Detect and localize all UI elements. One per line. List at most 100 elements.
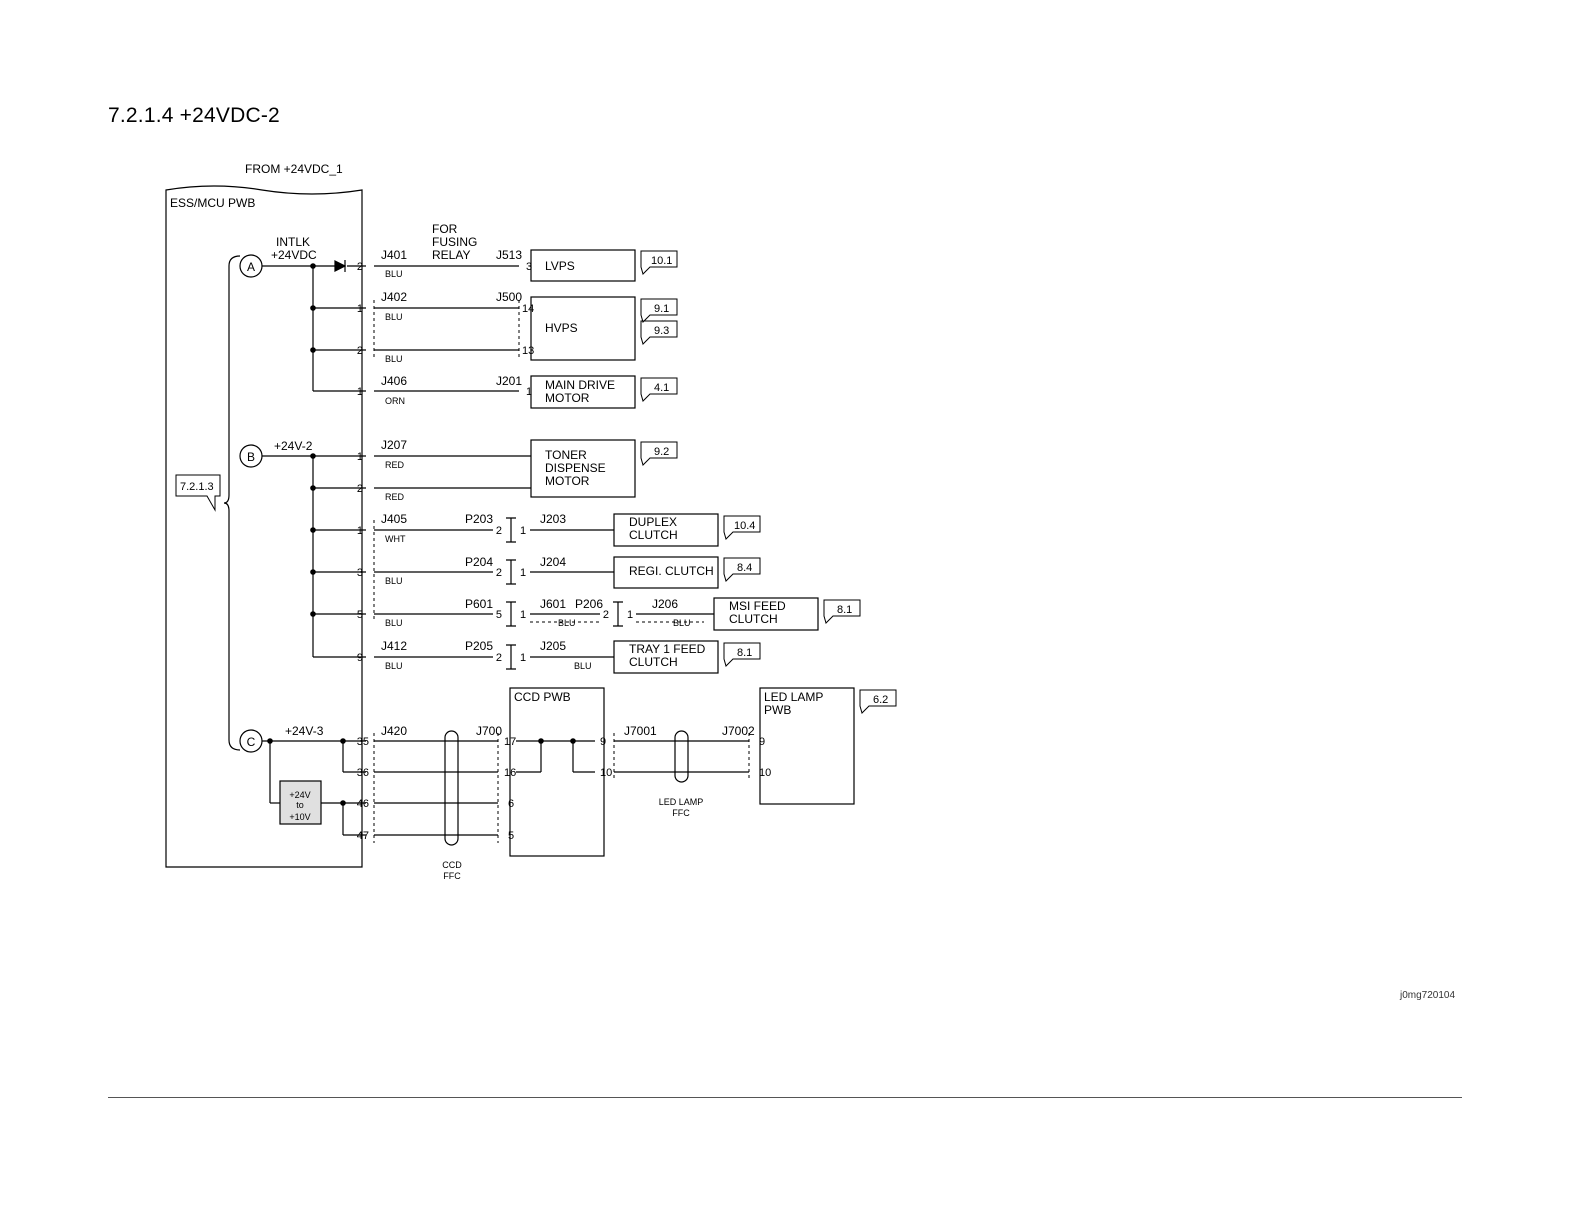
wire-color: RED: [385, 460, 405, 470]
msi-feed-clutch-box: [713, 597, 819, 631]
pin-number: 5: [508, 830, 514, 842]
pin-number: 1: [520, 567, 526, 579]
pin-number: 2: [357, 261, 363, 273]
conn-j601: J601: [540, 597, 566, 611]
conn-p204: P204: [465, 555, 493, 569]
pin-number: 5: [496, 609, 502, 621]
pin-number: 46: [357, 798, 369, 810]
connector-p205-j205: [506, 644, 516, 670]
conn-j402: J402: [381, 290, 407, 304]
conn-j513: J513: [496, 248, 522, 262]
tray1-feed-clutch-box: [613, 640, 719, 674]
from-label: FROM +24VDC_1: [245, 162, 343, 176]
pin-number: 16: [504, 767, 516, 779]
image-id: j0mg720104: [1400, 990, 1456, 1001]
pin-number: 2: [357, 345, 363, 357]
led-pwb-label-2: PWB: [764, 703, 791, 717]
ref-flag-hvps-a: [640, 298, 678, 323]
conn-j207: J207: [381, 438, 407, 452]
pin-number: 6: [508, 798, 514, 810]
connector-p601-j601: [506, 601, 516, 627]
converter-line-1: +24V: [289, 790, 310, 800]
led-ffc-label-2: FFC: [672, 808, 690, 818]
pin-number: 14: [522, 303, 534, 315]
conn-j406: J406: [381, 374, 407, 388]
pin-number: 17: [504, 736, 516, 748]
board-outline: [165, 185, 363, 868]
led-pwb-label-1: LED LAMP: [764, 690, 823, 704]
conn-j204: J204: [540, 555, 566, 569]
ref-flag-hvps-b: [640, 320, 678, 345]
pin-number: 1: [520, 609, 526, 621]
node-c-label: +24V-3: [285, 724, 324, 738]
node-a-label-1: INTLK: [276, 235, 310, 249]
conn-j420: J420: [381, 724, 407, 738]
ccd-pwb-label: CCD PWB: [514, 690, 571, 704]
ccd-ffc-harness: [444, 730, 459, 846]
pin-number: 9: [759, 736, 765, 748]
toner-dispense-motor-box: [530, 439, 636, 498]
duplex-label-1: DUPLEX: [629, 515, 677, 529]
ref-toner: 9.2: [654, 446, 669, 458]
conn-j7002: J7002: [722, 724, 755, 738]
ref-flag-toner: [640, 441, 678, 466]
wire-color: BLU: [558, 618, 576, 628]
msi-label-1: MSI FEED: [729, 599, 786, 613]
wire-color: RED: [385, 492, 405, 502]
converter-line-3: +10V: [289, 812, 310, 822]
duplex-clutch-box: [613, 513, 719, 547]
lvps-box: [530, 249, 636, 282]
pin-number: 1: [526, 386, 532, 398]
pin-number: 10: [600, 767, 612, 779]
main-drive-motor-box: [530, 375, 636, 409]
side-ref: 7.2.1.3: [180, 481, 214, 493]
ref-tray1: 8.1: [737, 647, 752, 659]
pin-number: 9: [600, 736, 606, 748]
pin-number: 3: [526, 261, 532, 273]
ref-flag-regi: [723, 557, 761, 582]
pin-number: 2: [496, 525, 502, 537]
lvps-label: LVPS: [545, 259, 575, 273]
ref-msi: 8.1: [837, 604, 852, 616]
led-ffc-label-1: LED LAMP: [659, 797, 704, 807]
pin-number: 47: [357, 830, 369, 842]
node-b-label: +24V-2: [274, 439, 313, 453]
pin-number: 1: [520, 525, 526, 537]
pin-number: 2: [357, 483, 363, 495]
msi-label-2: CLUTCH: [729, 612, 778, 626]
conn-j203: J203: [540, 512, 566, 526]
ref-flag-msi: [823, 599, 861, 624]
ref-flag-duplex: [723, 515, 761, 540]
ref-led: 6.2: [873, 694, 888, 706]
junction-dots: [267, 263, 576, 806]
wire-color: BLU: [385, 354, 403, 364]
hvps-label: HVPS: [545, 321, 578, 335]
pin-number: 36: [357, 767, 369, 779]
converter-line-2: to: [296, 800, 304, 810]
conn-j7001: J7001: [624, 724, 657, 738]
node-a-letter: A: [247, 260, 255, 274]
regi-label: REGI. CLUTCH: [629, 564, 714, 578]
pin-number: 5: [357, 609, 363, 621]
footer-rule: [108, 1097, 1462, 1098]
pin-number: 1: [357, 451, 363, 463]
ref-lvps: 10.1: [651, 255, 672, 267]
conn-j201: J201: [496, 374, 522, 388]
wire-color: ORN: [385, 396, 405, 406]
ccd-ffc-label-1: CCD: [442, 860, 462, 870]
node-b-letter: B: [247, 450, 255, 464]
conn-j405: J405: [381, 512, 407, 526]
ref-flag-main-drive: [640, 377, 678, 402]
wire-color: BLU: [385, 312, 403, 322]
toner-label-3: MOTOR: [545, 474, 590, 488]
toner-label-2: DISPENSE: [545, 461, 606, 475]
wire-color: BLU: [385, 576, 403, 586]
conn-p203: P203: [465, 512, 493, 526]
pin-number: 9: [357, 652, 363, 664]
node-a-label-2: +24VDC: [271, 248, 317, 262]
wire-color: BLU: [385, 661, 403, 671]
bracket: [223, 255, 241, 751]
ref-main-drive: 4.1: [654, 382, 669, 394]
conn-p206: P206: [575, 597, 603, 611]
connector-p203-j203: [506, 517, 516, 543]
